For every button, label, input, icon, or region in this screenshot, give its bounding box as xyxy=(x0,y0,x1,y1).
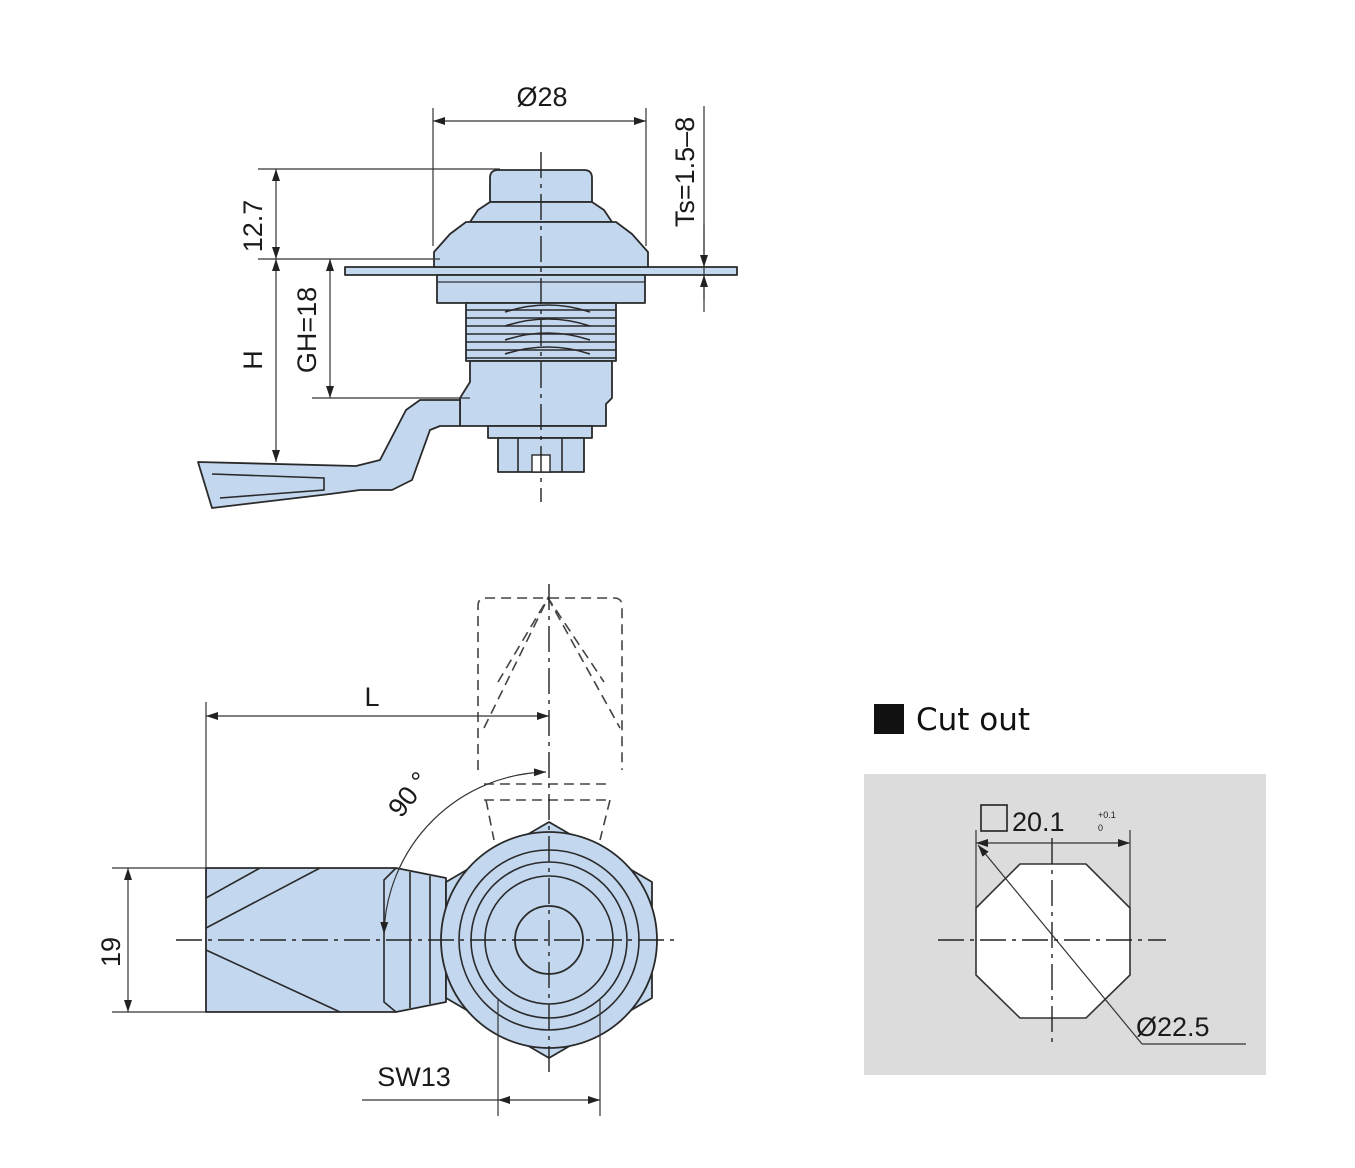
cutout-section: Cut out 20.1 +0.1 0 Ø22.5 xyxy=(864,702,1266,1075)
spindle-collar xyxy=(487,425,593,439)
cutout-bullet xyxy=(874,704,904,734)
dim-thickness: Ts=1.5–8 xyxy=(670,117,700,227)
dim-length: L xyxy=(364,682,379,712)
cutout-title: Cut out xyxy=(916,702,1030,738)
square-symbol-icon xyxy=(980,804,1008,832)
ghost-cam-rotated xyxy=(477,596,623,841)
dim-h: H xyxy=(238,350,268,370)
cutout-shape xyxy=(975,863,1131,1019)
cam-arm xyxy=(197,399,461,509)
dim-height-12-7: 12.7 xyxy=(238,200,268,253)
tol-lower: 0 xyxy=(1098,823,1103,833)
dim-width-19: 19 xyxy=(96,937,126,967)
front-view: L 90 ° 19 SW13 xyxy=(96,584,680,1116)
dim-gh: GH=18 xyxy=(292,287,322,373)
dim-diameter-28: Ø28 xyxy=(516,82,567,112)
dim-cutout-diameter: Ø22.5 xyxy=(1136,1012,1210,1042)
dim-cutout-square: 20.1 xyxy=(1012,807,1065,837)
dim-angle: 90 ° xyxy=(382,766,435,823)
tol-upper: +0.1 xyxy=(1098,810,1116,820)
side-view: Ø28 12.7 Ts=1.5–8 H GH=18 xyxy=(197,82,738,509)
lower-housing xyxy=(459,360,613,427)
dim-wrench: SW13 xyxy=(377,1062,451,1092)
